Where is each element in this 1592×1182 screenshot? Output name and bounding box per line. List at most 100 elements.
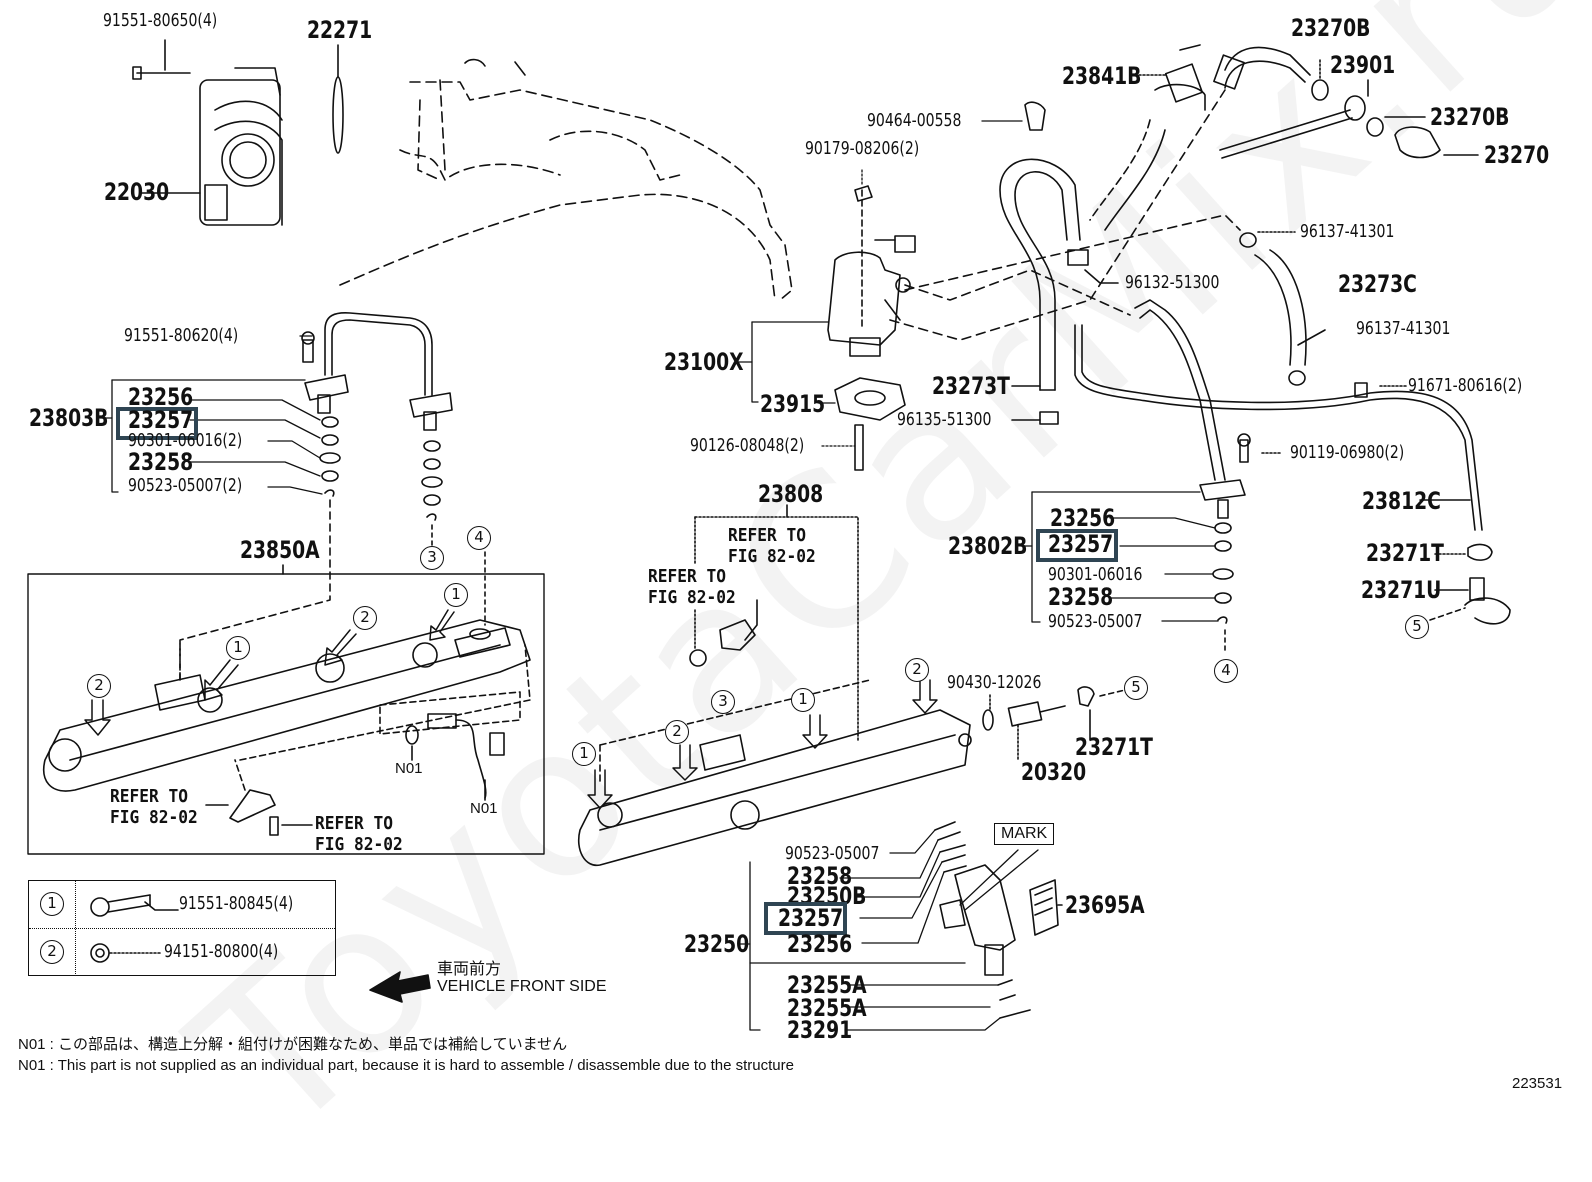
callout-marker: 1	[226, 636, 250, 660]
legend-row: 1 91551-80845(4)	[29, 881, 335, 928]
part-label[interactable]: 90119-06980(2)	[1290, 442, 1405, 463]
part-label[interactable]: 23273T	[932, 372, 1010, 400]
direction-label-japanese: 車両前方	[437, 961, 502, 978]
throttle-body-22030	[199, 67, 283, 226]
dash-ref-left	[179, 499, 331, 681]
part-label[interactable]: 91551-80650(4)	[103, 10, 218, 31]
n01-label[interactable]: N01	[395, 760, 423, 777]
refer-note[interactable]: REFER TO FIG 82-02	[648, 566, 736, 608]
part-label[interactable]: 91551-80620(4)	[124, 325, 239, 346]
n01-label[interactable]: N01	[470, 800, 498, 817]
part-label[interactable]: 90301-06016	[1048, 564, 1143, 585]
fastener-legend-table: 1 91551-80845(4) 2 94151-80800(4)	[28, 880, 336, 976]
part-label[interactable]: 23915	[760, 390, 826, 418]
highlight-23257-injector	[764, 902, 847, 935]
fuel-pipe-23803B	[301, 312, 453, 431]
part-label-highlighted[interactable]: 23257	[1048, 530, 1114, 558]
direction-label-english: VEHICLE FRONT SIDE	[437, 978, 607, 995]
part-label[interactable]: 23258	[1048, 583, 1114, 611]
part-label[interactable]: 23100X	[664, 348, 744, 376]
part-label[interactable]: 23695A	[1065, 891, 1145, 919]
seal-stack-right	[1212, 522, 1234, 651]
gasket-23915	[834, 377, 906, 471]
part-label[interactable]: 23271T	[1075, 733, 1153, 761]
figure-number: 223531	[1512, 1075, 1563, 1092]
part-label[interactable]: 23271T	[1366, 539, 1444, 567]
part-label[interactable]: 23256	[1050, 504, 1116, 532]
part-label[interactable]: 23258	[787, 862, 853, 890]
part-label[interactable]: 23841B	[1062, 62, 1142, 90]
refer-note[interactable]: REFER TO FIG 82-02	[315, 813, 403, 855]
part-label[interactable]: 96137-41301	[1356, 318, 1451, 339]
part-label[interactable]: 23803B	[29, 404, 109, 432]
leaders-23803B	[99, 335, 323, 495]
callout-marker: 5	[1405, 615, 1429, 639]
part-label[interactable]: 96132-51300	[1125, 272, 1220, 293]
footnote-english: N01 : This part is not supplied as an in…	[18, 1057, 794, 1074]
callout-marker: 1	[572, 742, 596, 766]
part-label-highlighted[interactable]: 23257	[778, 904, 844, 932]
refer-note[interactable]: REFER TO FIG 82-02	[728, 525, 816, 567]
vehicle-front-arrow	[369, 971, 431, 1003]
clip-90464-00558	[1024, 101, 1046, 131]
part-label[interactable]: 23901	[1330, 51, 1396, 79]
legend-part-number[interactable]: 91551-80845(4)	[179, 893, 294, 914]
legend-part-number[interactable]: 94151-80800(4)	[164, 941, 279, 962]
part-label[interactable]: 90126-08048(2)	[690, 435, 805, 456]
part-label[interactable]: 91671-80616(2)	[1408, 375, 1523, 396]
hose-23273T	[999, 158, 1089, 425]
part-label[interactable]: 23270B	[1430, 103, 1510, 131]
dashed-box-23808	[694, 516, 859, 741]
refer-note[interactable]: REFER TO FIG 82-02	[110, 786, 198, 828]
dashed-hose-links	[889, 89, 1241, 341]
part-label[interactable]: 90464-00558	[867, 110, 962, 131]
part-label[interactable]: 23270B	[1291, 14, 1371, 42]
part-label[interactable]: 23255A	[787, 994, 867, 1022]
footnote-japanese: N01 : この部品は、構造上分解・組付けが困難なため、単品では補給していません	[18, 1036, 568, 1053]
part-label[interactable]: 23270	[1484, 141, 1550, 169]
part-label[interactable]: 23802B	[948, 532, 1028, 560]
part-label[interactable]: 90523-05007	[1048, 611, 1143, 632]
fuel-rail-23850A	[43, 619, 531, 792]
fuel-rail-23850A-box	[27, 573, 545, 855]
clips-23271	[1429, 543, 1511, 625]
part-label[interactable]: 22030	[104, 178, 170, 206]
injector-23250	[934, 821, 1063, 1019]
part-label[interactable]: 23256	[128, 383, 194, 411]
mark-label: MARK	[994, 823, 1055, 845]
part-label[interactable]: 23273C	[1338, 270, 1417, 298]
fuel-pipe-23812C	[1074, 299, 1483, 531]
intake-manifold-outline	[339, 79, 793, 301]
part-label[interactable]: 90523-05007(2)	[128, 475, 243, 496]
part-label[interactable]: 23812C	[1362, 487, 1441, 515]
part-label[interactable]: 96137-41301	[1300, 221, 1395, 242]
part-label[interactable]: 23850A	[240, 536, 320, 564]
part-label[interactable]: 90430-12026	[947, 672, 1042, 693]
seal-stack-left	[319, 416, 443, 521]
part-label[interactable]: 90301-06016(2)	[128, 430, 243, 451]
part-label[interactable]: 96135-51300	[897, 409, 992, 430]
callout-marker: 1	[791, 688, 815, 712]
leaders-23100X	[737, 120, 1023, 447]
callout-marker: 2	[665, 720, 689, 744]
part-label[interactable]: 23291	[787, 1016, 853, 1044]
part-label[interactable]: 23256	[787, 930, 853, 958]
part-label[interactable]: 90179-08206(2)	[805, 138, 920, 159]
part-label[interactable]: 23250	[684, 930, 750, 958]
bolt-91551-80650	[132, 39, 191, 80]
part-label[interactable]: 20320	[1021, 758, 1087, 786]
part-label[interactable]: 23271U	[1361, 576, 1442, 604]
part-label[interactable]: 90523-05007	[785, 843, 880, 864]
part-label[interactable]: 23258	[128, 448, 194, 476]
callout-marker: 2	[87, 674, 111, 698]
callout-marker: 5	[1124, 676, 1148, 700]
gasket-22271	[332, 44, 344, 154]
callout-marker: 4	[1214, 659, 1238, 683]
part-label[interactable]: 22271	[307, 16, 373, 44]
part-label[interactable]: 23255A	[787, 971, 867, 999]
legend-icons	[90, 894, 179, 963]
part-label[interactable]: 23808	[758, 480, 824, 508]
bracket-left	[205, 759, 313, 836]
callout-marker: 2	[905, 658, 929, 682]
part-label-highlighted[interactable]: 23257	[128, 406, 194, 434]
